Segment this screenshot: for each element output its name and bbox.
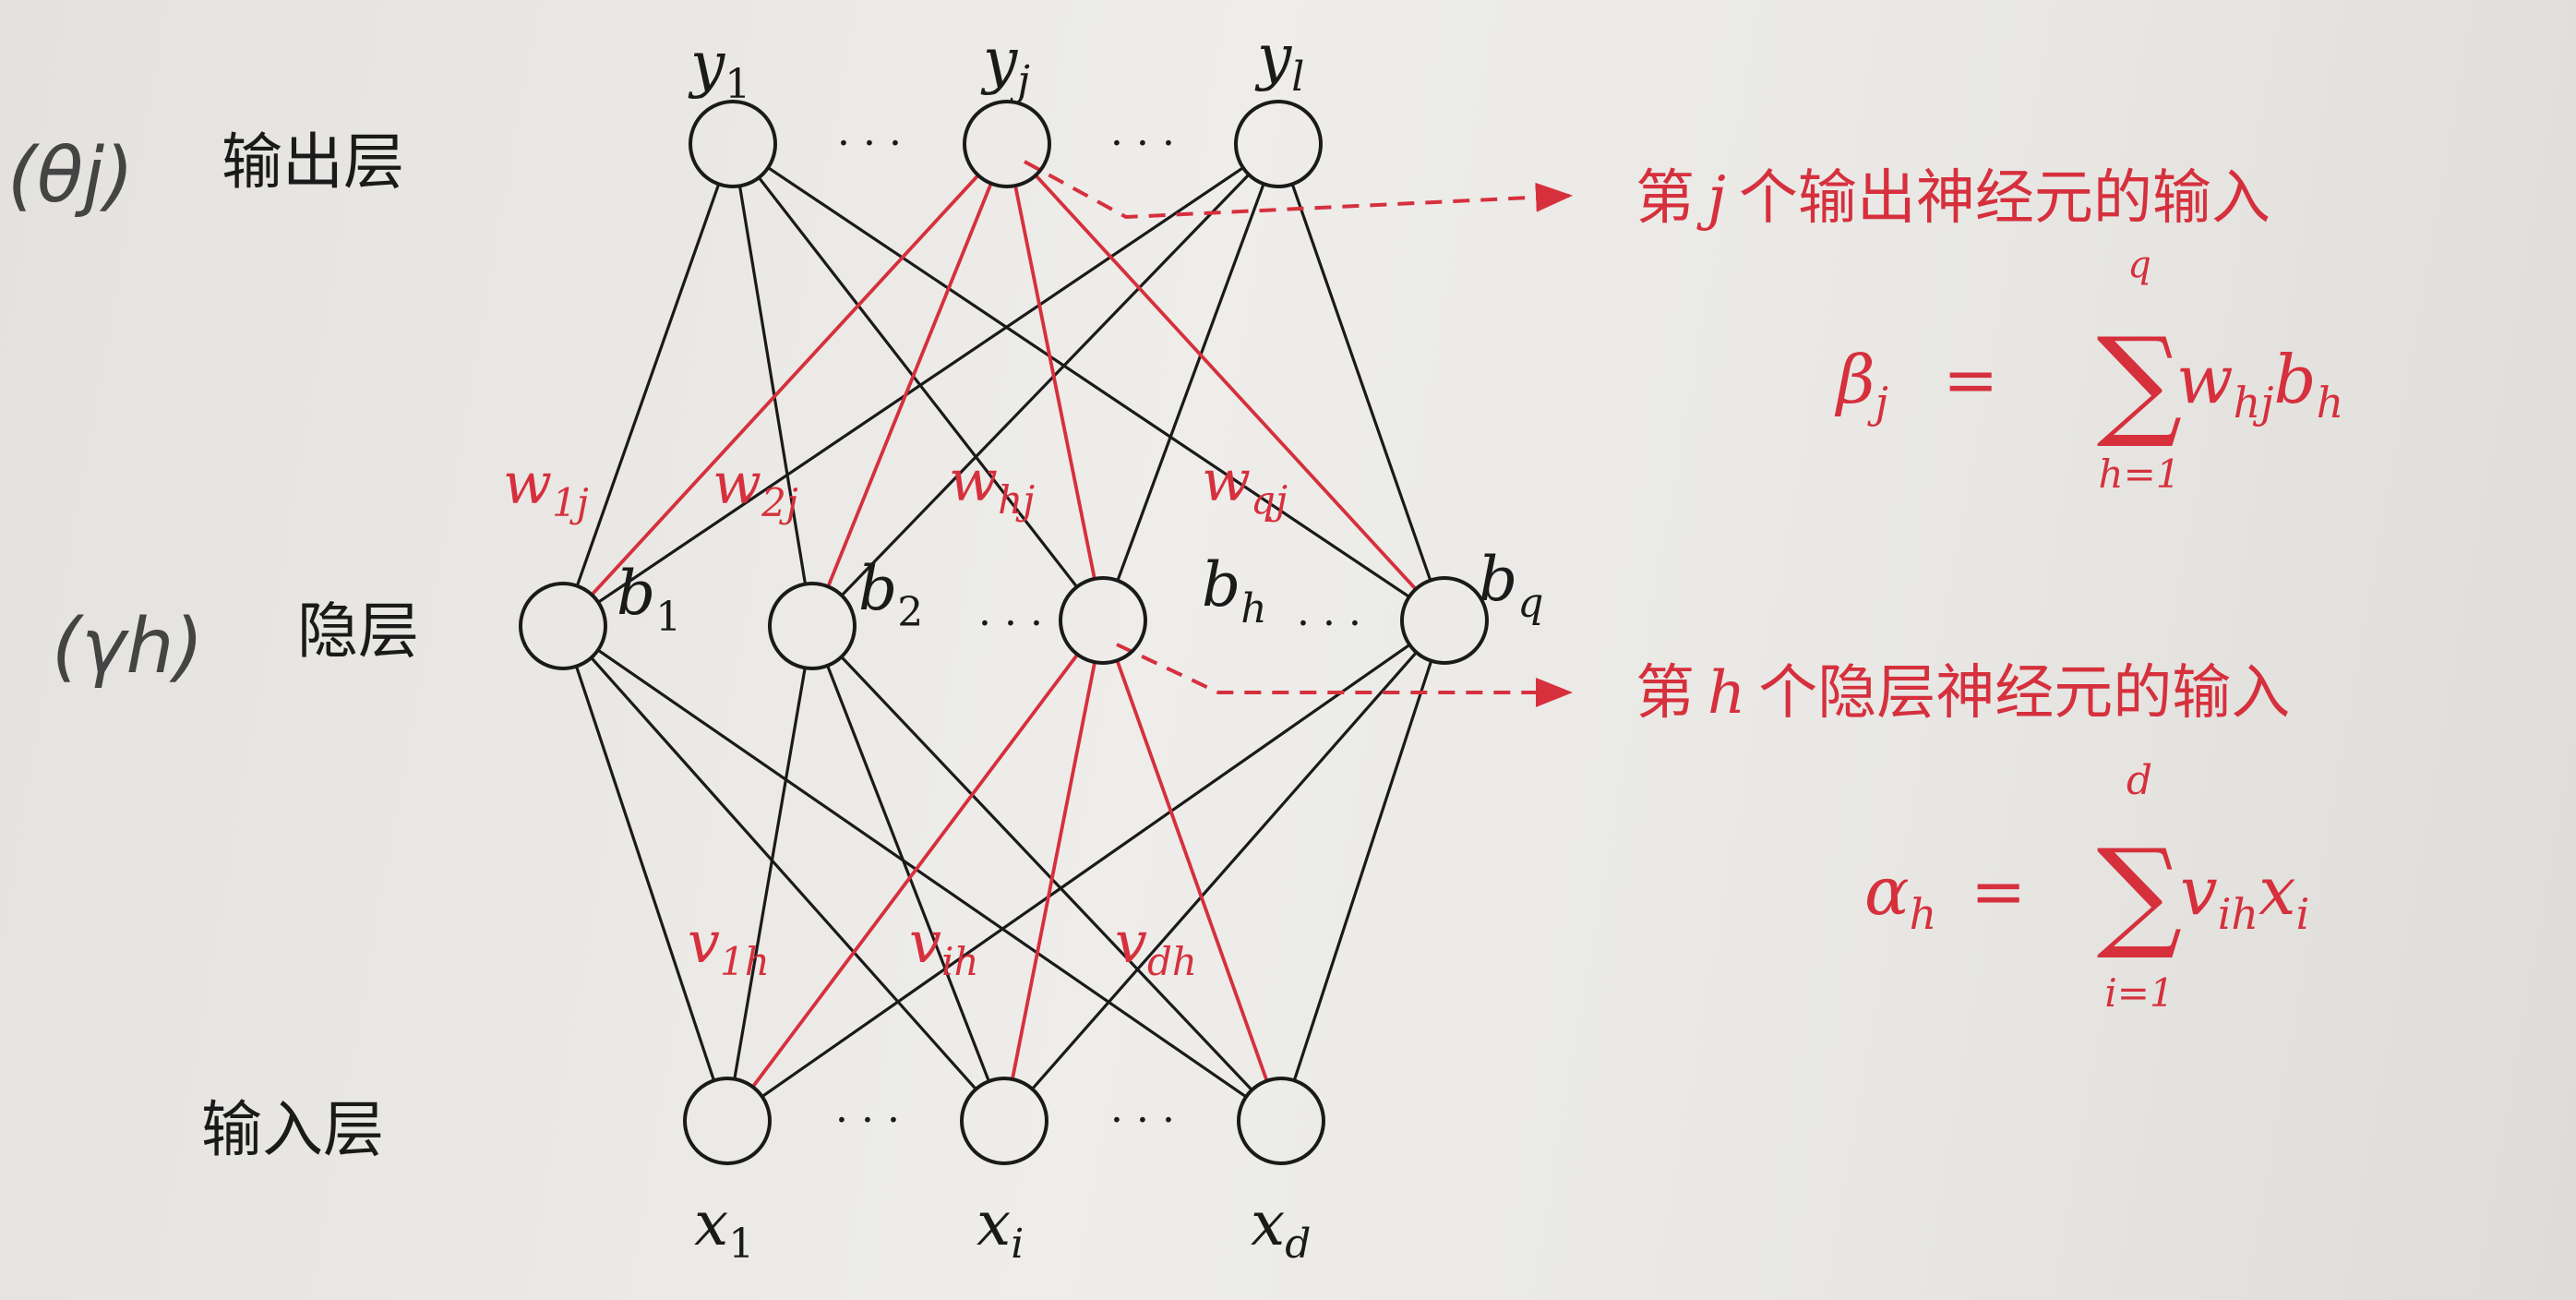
label-y1: y1 xyxy=(688,29,750,108)
hidden-ellipsis-left: · · · xyxy=(978,600,1043,647)
weight-v1h: v1h xyxy=(688,909,770,984)
weight-w2j: w2j xyxy=(713,450,798,525)
alpha-upper-limit: d xyxy=(2127,757,2152,804)
output-input-arrow xyxy=(1024,160,1573,220)
label-x1: x1 xyxy=(694,1188,754,1268)
label-xd: xd xyxy=(1251,1188,1311,1268)
edge-b1-xd xyxy=(596,648,1248,1099)
edge-b1-xi xyxy=(589,656,978,1091)
output-ellipsis-right: · · · xyxy=(1110,120,1175,167)
input-ellipsis-right: · · · xyxy=(1110,1097,1175,1144)
edge-y1-bq xyxy=(766,166,1411,599)
hidden-neuron-b1 xyxy=(519,582,607,670)
edge-bh-xi xyxy=(1011,660,1096,1081)
output-neuron-yj xyxy=(963,100,1051,188)
hidden-neuron-bq xyxy=(1400,576,1489,665)
output-ellipsis-left: · · · xyxy=(837,120,902,167)
edge-y1-bh xyxy=(757,175,1079,589)
label-yj: yj xyxy=(980,25,1030,104)
weight-whj: whj xyxy=(949,447,1035,523)
output-neuron-yl xyxy=(1234,100,1323,188)
edge-bq-xi xyxy=(1030,650,1419,1091)
edge-y1-b1 xyxy=(575,182,721,588)
input-neuron-x1 xyxy=(683,1077,772,1165)
edge-yl-b1 xyxy=(596,166,1245,604)
edge-yj-b1 xyxy=(590,173,980,597)
edge-b2-xi xyxy=(825,664,991,1083)
alpha-equals: = xyxy=(1971,852,2026,930)
layer-label-input: 输入层 xyxy=(201,1094,384,1165)
weight-wqj: wqj xyxy=(1202,447,1288,523)
edge-b2-xd xyxy=(839,655,1254,1092)
beta-sigma: ∑ xyxy=(2097,311,2183,451)
input-ellipsis-left: · · · xyxy=(835,1097,900,1144)
label-yl: yl xyxy=(1254,21,1304,101)
edge-yj-bh xyxy=(1013,184,1096,581)
edge-yj-bq xyxy=(1034,173,1418,591)
alpha-lower-limit: i=1 xyxy=(2104,970,2174,1016)
weight-w1j: w1j xyxy=(503,450,589,525)
edge-bq-x1 xyxy=(761,643,1411,1099)
handwritten-gamma: (γh) xyxy=(52,603,203,691)
beta-lower-limit: h=1 xyxy=(2099,451,2181,497)
edge-yj-b2 xyxy=(826,181,993,589)
alpha-lhs: αh xyxy=(1864,852,1936,939)
edge-bh-xd xyxy=(1115,658,1269,1083)
edge-y1-b2 xyxy=(737,184,808,586)
beta-upper-limit: q xyxy=(2127,244,2151,286)
edge-bq-xd xyxy=(1292,659,1433,1082)
label-bh: bh xyxy=(1202,549,1267,632)
formula-beta: q βj = ∑ whjbh h=1 xyxy=(1834,244,2343,497)
edge-yl-bh xyxy=(1116,182,1265,583)
beta-term: whjbh xyxy=(2176,341,2343,427)
input-neuron-xi xyxy=(960,1077,1048,1165)
edge-b2-x1 xyxy=(733,666,807,1081)
neurons xyxy=(519,100,1489,1165)
label-b2: b2 xyxy=(858,553,923,636)
hidden-neuron-bh xyxy=(1059,576,1147,665)
beta-equals: = xyxy=(1943,341,1998,418)
weight-vih: vih xyxy=(909,909,979,984)
alpha-term: vihxi xyxy=(2180,852,2309,939)
output-neuron-y1 xyxy=(689,100,777,188)
hidden-input-arrow xyxy=(1116,643,1573,707)
connection-lines xyxy=(574,166,1433,1099)
label-b1: b1 xyxy=(617,558,681,641)
edge-yl-bq xyxy=(1290,182,1432,583)
formula-alpha: d αh = ∑ vihxi i=1 xyxy=(1864,757,2309,1016)
weight-vdh: vdh xyxy=(1115,909,1197,984)
label-bq: bq xyxy=(1479,544,1543,627)
input-neuron-xd xyxy=(1237,1077,1325,1165)
edge-yl-b2 xyxy=(840,173,1251,597)
hidden-neuron-b2 xyxy=(768,582,857,670)
hidden-ellipsis-right: · · · xyxy=(1297,600,1361,647)
edge-bh-x1 xyxy=(750,652,1080,1089)
alpha-sigma: ∑ xyxy=(2097,823,2183,963)
edge-b1-x1 xyxy=(574,665,716,1082)
handwritten-theta: (θj) xyxy=(7,132,134,220)
layer-label-output: 输出层 xyxy=(222,126,404,198)
label-xi: xi xyxy=(976,1188,1024,1268)
layer-label-hidden: 隐层 xyxy=(297,596,419,667)
beta-lhs: βj xyxy=(1834,341,1888,427)
highlighted-connection-lines xyxy=(590,173,1418,1089)
